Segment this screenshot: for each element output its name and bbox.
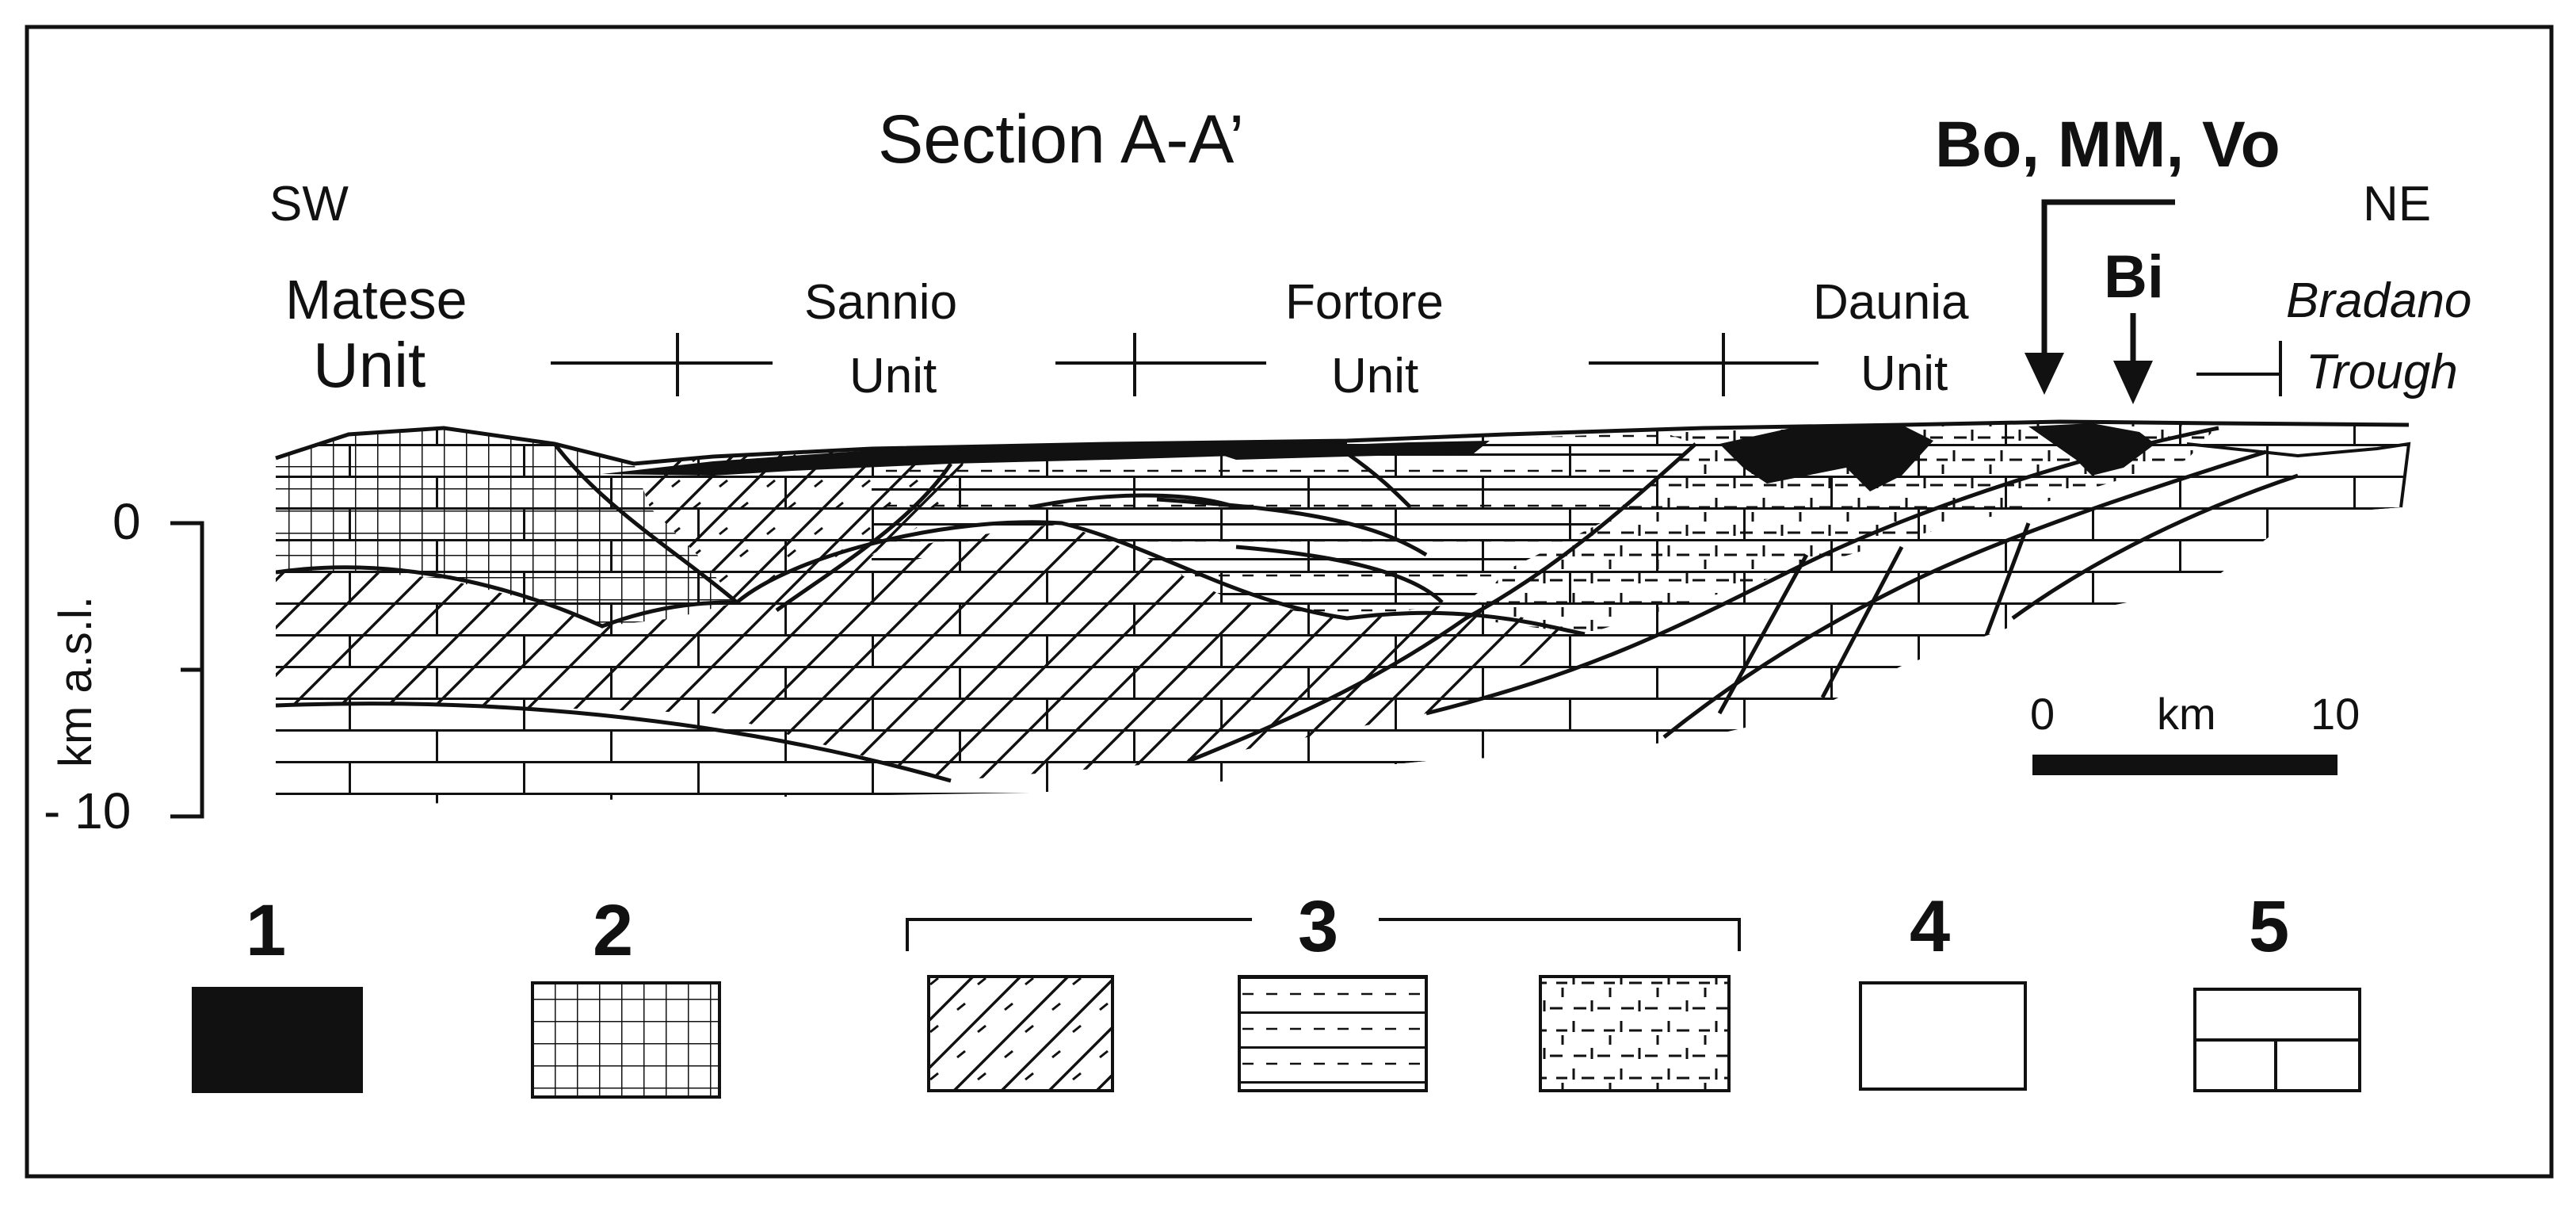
scale-bar (2032, 755, 2337, 775)
depth-tick-0: 0 (113, 493, 141, 550)
legend-swatch-3c (1539, 975, 1731, 1092)
legend-number-3: 3 (1298, 886, 1338, 967)
orientation-sw: SW (269, 177, 349, 231)
unit-daunia-line2: Unit (1860, 346, 1948, 401)
legend-swatch-3a (927, 975, 1114, 1092)
scale-unit: km (2157, 689, 2216, 739)
arrow-head-bi (2113, 361, 2153, 404)
legend: 1 2 3 4 5 (192, 886, 2361, 1099)
depth-axis (170, 521, 204, 819)
unit-daunia-line1: Daunia (1813, 275, 1969, 330)
legend-number-1: 1 (246, 890, 286, 971)
unit-sannio-line2: Unit (849, 349, 937, 403)
legend-number-2: 2 (593, 890, 633, 971)
section-title: Section A-A’ (878, 101, 1244, 178)
legend-swatch-4 (1859, 981, 2027, 1091)
orientation-ne: NE (2363, 177, 2431, 231)
legend-swatch-5-brick-lines (2195, 1038, 2360, 1091)
scale-end: 10 (2311, 689, 2360, 739)
unit-matese-line1: Matese (285, 269, 467, 331)
unit-fortore-line2: Unit (1331, 349, 1418, 403)
legend-number-5: 5 (2249, 886, 2289, 967)
legend-swatch-3b (1238, 975, 1428, 1092)
unit-bradano-line1: Bradano (2286, 273, 2471, 328)
legend-swatch-2 (531, 981, 721, 1099)
unit-sannio-line1: Sannio (804, 275, 957, 330)
depth-axis-label: km a.s.l. (50, 596, 101, 767)
unit-bradano-line2: Trough (2306, 345, 2458, 399)
legend-swatch-1 (192, 987, 363, 1093)
unit-fortore-line1: Fortore (1285, 275, 1444, 330)
cross-section-body (275, 419, 2411, 807)
site-arrows (2041, 199, 2175, 363)
site-label-bi: Bi (2104, 243, 2164, 311)
arrow-head-bo-mm-vo (2025, 353, 2064, 395)
scale-start: 0 (2030, 689, 2055, 739)
legend-number-4: 4 (1910, 886, 1950, 967)
unit-boundary-marks (551, 333, 2282, 396)
site-label-bo-mm-vo: Bo, MM, Vo (1935, 109, 2280, 181)
legend-bracket-3 (906, 918, 1741, 951)
depth-tick-minus-10: - 10 (44, 782, 131, 839)
unit-matese-line2: Unit (313, 330, 426, 400)
